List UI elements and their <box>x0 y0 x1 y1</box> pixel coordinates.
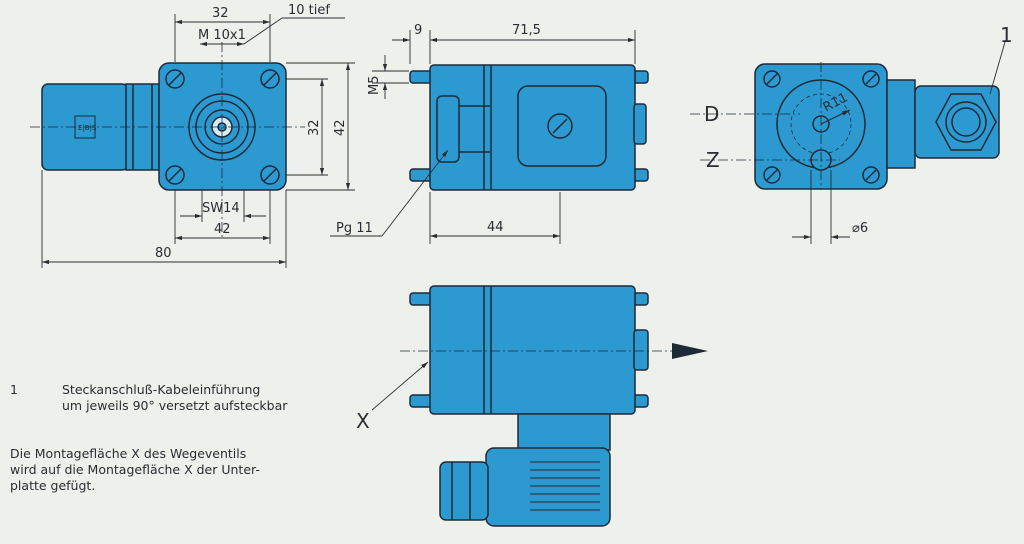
item-line-2: um jeweils 90° versetzt aufsteckbar <box>62 398 288 413</box>
thread-label: M 10x1 <box>198 28 246 43</box>
dim-32-right: 32 <box>307 119 322 136</box>
dim-32-top: 32 <box>212 6 229 21</box>
para-line-1: Die Montagefläche X des Wegeventils <box>10 446 247 461</box>
dim-44: 44 <box>487 220 504 235</box>
label-plate-text: E|B|S <box>78 124 97 132</box>
dim-80: 80 <box>155 246 172 261</box>
cable-gland-side <box>436 95 460 163</box>
top-view-dimensions <box>41 14 355 268</box>
front-view <box>400 285 708 527</box>
corner-screw <box>763 70 880 184</box>
dim-42-right: 42 <box>333 119 348 136</box>
end-view <box>690 62 1000 190</box>
dim-42-bottom: 42 <box>214 222 231 237</box>
label-z: Z <box>706 148 720 172</box>
sw14-label: SW14 <box>202 201 240 216</box>
valve-body-front <box>429 285 636 415</box>
cable-gland-front <box>439 461 489 521</box>
pg11-label: Pg 11 <box>336 221 373 236</box>
item-number: 1 <box>10 382 18 397</box>
plug-housing-front <box>485 447 611 527</box>
label-d: D <box>704 102 719 126</box>
corner-screw <box>165 69 280 185</box>
side-view-dimensions <box>330 30 636 244</box>
plug-neck <box>517 413 611 451</box>
end-view-dimensions <box>792 41 1006 244</box>
side-view <box>409 64 649 191</box>
para-line-3: platte gefügt. <box>10 478 96 493</box>
m5-label: M5 <box>367 76 382 96</box>
plug-ribs <box>530 461 600 511</box>
dia6-label: ⌀6 <box>852 221 868 236</box>
item-line-1: Steckanschluß-Kabeleinführung <box>62 382 261 397</box>
callout-1: 1 <box>1000 23 1013 47</box>
x-leader <box>371 361 429 411</box>
para-line-2: wird auf die Montagefläche X der Unter- <box>10 462 260 477</box>
label-x: X <box>356 409 370 433</box>
dim-9: 9 <box>414 23 422 38</box>
flow-arrow <box>672 343 708 359</box>
dim-71-5: 71,5 <box>512 23 541 38</box>
depth-label: 10 tief <box>288 3 330 18</box>
top-view: E|B|S <box>30 42 305 238</box>
